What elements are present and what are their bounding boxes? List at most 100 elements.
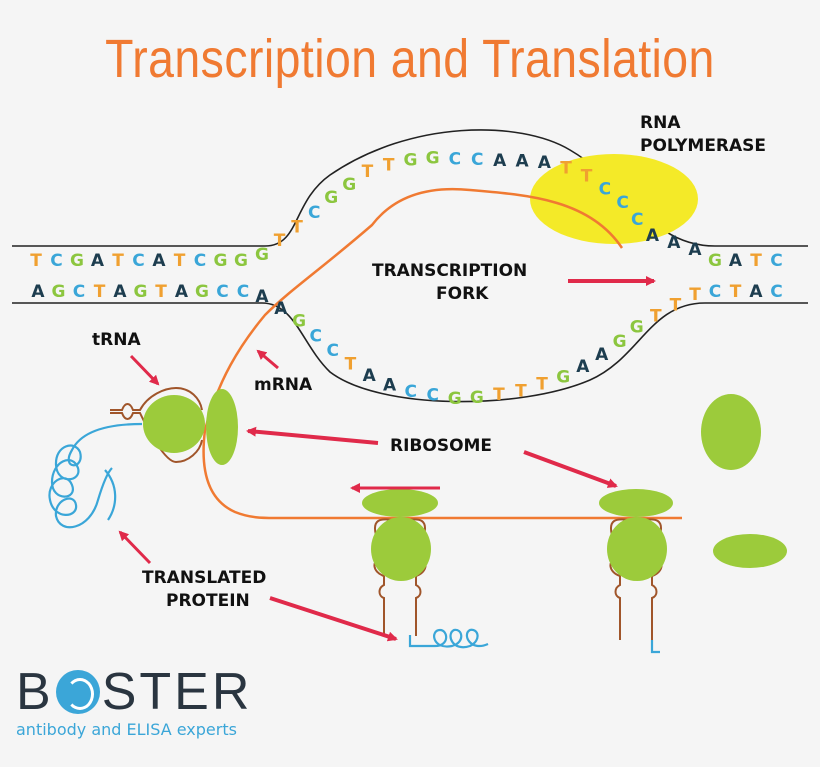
dna-base-top-bubble: G [324,188,338,208]
dna-base-bottom-bubble: A [595,345,609,365]
arrow-mrna [256,349,279,370]
ribosome-small-subunit-middle [362,489,438,517]
dna-base-top-bubble: T [291,217,303,237]
dna-base-top-right: G [708,251,722,271]
dna-base-bottom-bubble: T [536,375,548,395]
label-mrna: mRNA [254,375,313,395]
ribosome-small-subunit-left [206,389,238,465]
dna-base-top-bubble: C [308,203,320,223]
dna-base-top-left: G [70,251,84,271]
dna-base-bottom-left: G [52,282,66,302]
dna-base-bottom-bubble: G [448,389,462,409]
dna-base-bottom-right: C [770,282,782,302]
ribosome-large-subunit-right [607,517,667,581]
dna-base-top-bubble: G [426,149,440,169]
dna-base-bottom-left: A [31,282,45,302]
arrow-ribosome-right [523,450,618,488]
label-transcription-fork-line2: FORK [436,284,489,304]
dna-base-top-bubble: C [599,179,611,199]
label-ribosome: RIBOSOME [390,436,492,456]
dna-base-top-left: T [174,251,186,271]
page-title: Transcription and Translation [105,29,715,89]
label-rna-polymerase-line1: RNA [640,113,681,133]
dna-base-top-bubble: A [516,152,530,172]
dna-base-bottom-bubble: A [255,287,269,307]
dna-base-top-bubble: T [362,162,374,182]
dna-base-top-bubble: A [646,226,660,246]
dna-base-bottom-bubble: G [630,318,644,338]
dna-base-top-left: A [91,251,105,271]
dna-base-top-bubble: C [471,150,483,170]
dna-base-bottom-left: A [113,282,127,302]
dna-base-bottom-bubble: A [274,299,288,319]
dna-base-top-bubble: T [581,167,593,187]
dna-base-top-left: C [50,251,62,271]
dna-base-bottom-left: A [175,282,189,302]
dna-base-bottom-bubble: G [470,388,484,408]
arrow-translated-protein-bottom [269,596,398,642]
dna-base-top-left: C [132,251,144,271]
boster-logo-wordmark: B STER [16,662,252,722]
dna-base-top-bubble: C [449,149,461,169]
trna-shape-middle [373,518,427,636]
mrna-strand [202,187,682,520]
dna-base-bottom-bubble: T [493,385,505,405]
dna-base-bottom-bubble: C [404,382,416,402]
dna-bottom-strand-line [12,302,808,403]
label-translated-protein-line2: PROTEIN [166,591,250,611]
dna-base-top-bubble: T [383,156,395,176]
dna-base-top-bubble: T [560,159,572,179]
dna-base-bottom-bubble: G [613,332,627,352]
dna-base-bottom-right: C [709,282,721,302]
boster-logo: B STER antibody and ELISA experts [16,662,252,739]
ribosome-large-subunit-left [143,395,205,453]
dna-base-top-bubble: G [404,150,418,170]
logo-letters-ster: STER [101,663,253,721]
label-trna: tRNA [92,330,141,350]
dna-base-top-right: C [770,251,782,271]
logo-letter-b: B [16,663,54,721]
dna-base-top-bubble: A [667,233,681,253]
translated-protein-tail-right [650,640,660,654]
dna-base-top-right: T [750,251,762,271]
translated-protein-coil-left [48,422,143,529]
label-transcription-fork-line1: TRANSCRIPTION [372,261,527,281]
dna-base-bottom-left: G [195,282,209,302]
dna-base-top-bubble: G [342,175,356,195]
dna-base-top-left: C [194,251,206,271]
trna-shape-right [609,518,663,645]
arrow-translated-protein-left [118,530,152,565]
dna-base-bottom-bubble: G [556,367,570,387]
logo-o-circle-icon [55,670,100,714]
dna-base-top-left: A [152,251,166,271]
dna-base-bottom-bubble: G [292,312,306,332]
dna-base-bottom-bubble: C [309,327,321,347]
dna-base-bottom-left: T [155,282,167,302]
dna-base-bottom-left: C [237,282,249,302]
dna-base-bottom-left: C [73,282,85,302]
dna-base-bottom-bubble: T [650,306,662,326]
dna-base-top-left: G [214,251,228,271]
ribosome-large-subunit-middle [371,517,431,581]
dna-base-bottom-bubble: T [670,296,682,316]
free-ribosome-large-subunit [701,394,761,470]
free-ribosome-small-subunit [713,534,787,568]
dna-base-bottom-left: C [216,282,228,302]
dna-base-top-right: A [729,251,743,271]
dna-base-top-bubble: A [688,240,702,260]
dna-base-bottom-bubble: T [689,285,701,305]
dna-base-top-bubble: C [616,193,628,213]
arrow-trna [129,354,160,386]
dna-base-top-bubble: C [631,210,643,230]
dna-base-bottom-left: T [94,282,106,302]
dna-base-top-bubble: A [538,153,552,173]
dna-base-bottom-bubble: C [326,341,338,361]
dna-base-top-left: G [234,251,248,271]
ribosome-small-subunit-right [599,489,673,517]
dna-base-top-left: T [30,251,42,271]
dna-base-top-bubble: T [274,231,286,251]
label-translated-protein-line1: TRANSLATED [142,568,266,588]
